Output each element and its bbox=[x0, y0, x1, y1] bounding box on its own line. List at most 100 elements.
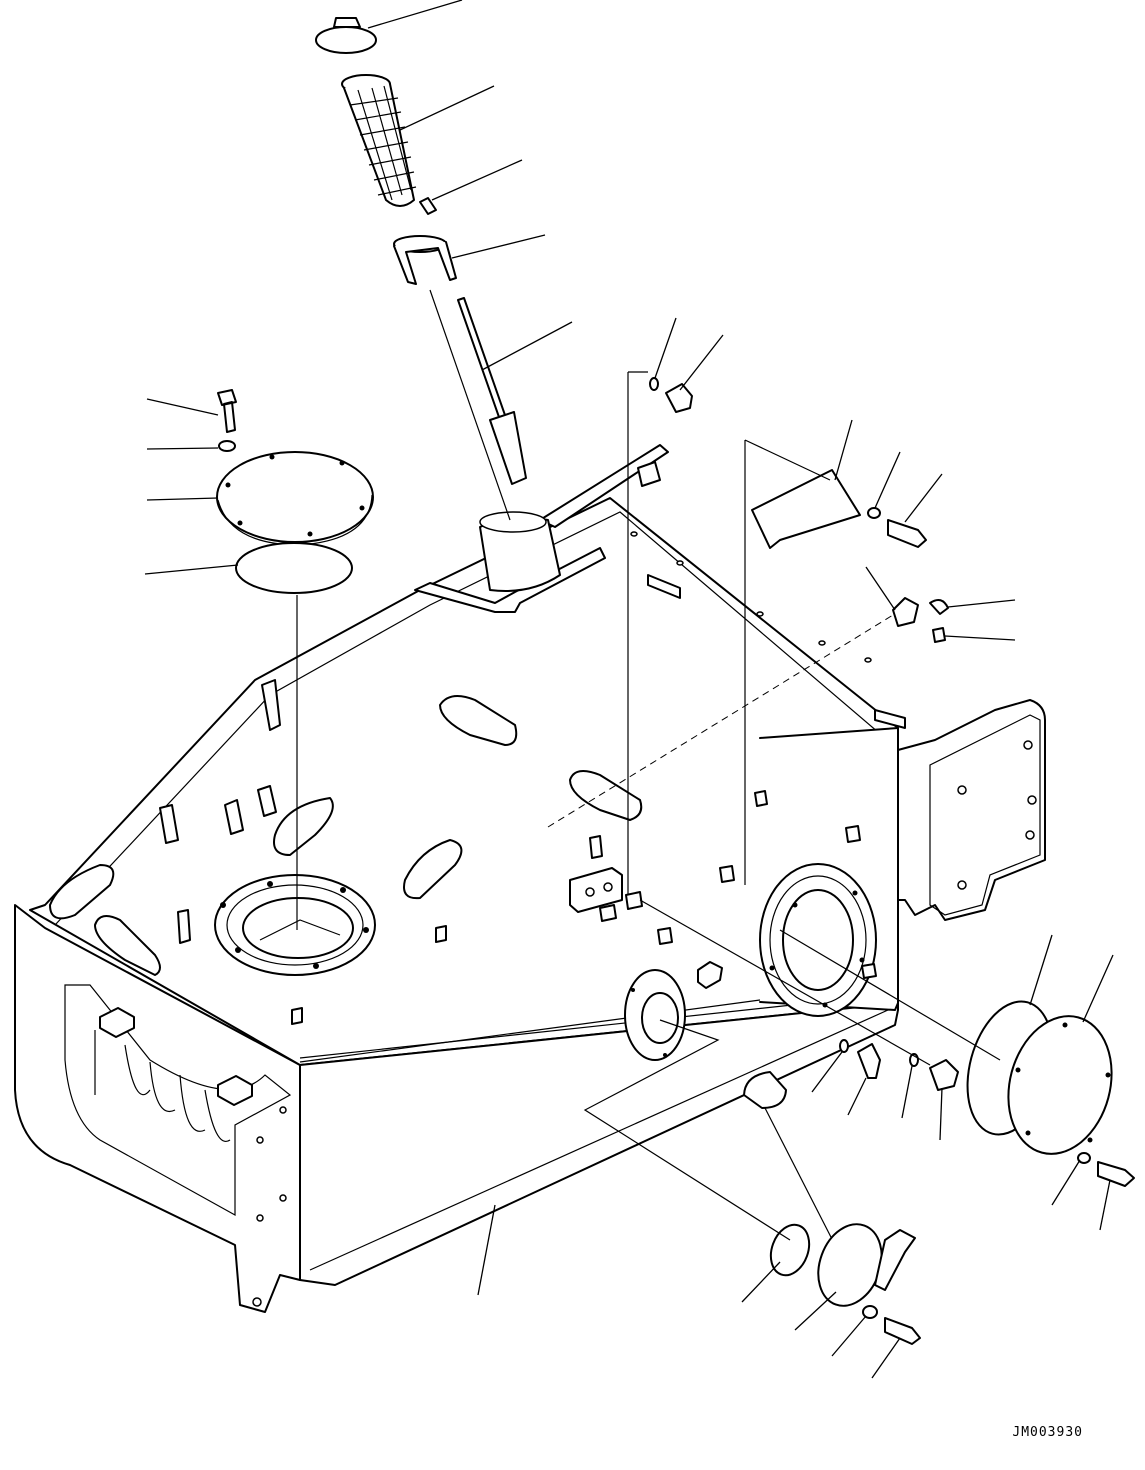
bracket-hole-3 bbox=[1028, 796, 1036, 804]
flange-bolt-1 bbox=[267, 881, 273, 887]
axis-sensor-dashed bbox=[548, 615, 893, 827]
bracket-hole-2 bbox=[1024, 741, 1032, 749]
float bbox=[744, 1072, 786, 1108]
oval-pad-3 bbox=[274, 798, 333, 855]
end-panel-hole-5 bbox=[253, 1298, 261, 1306]
bracket-bolt bbox=[888, 520, 926, 547]
cover-gasket bbox=[236, 543, 352, 593]
leader-side-cover-bolt bbox=[1100, 1180, 1110, 1230]
top-studs bbox=[160, 462, 905, 1024]
leader-sensor-plate bbox=[795, 1292, 836, 1330]
leader-fitting bbox=[940, 1088, 942, 1140]
tank-body bbox=[15, 498, 1045, 1312]
cover-bolt-hole-3 bbox=[339, 460, 345, 466]
side-cover-bolt bbox=[1098, 1162, 1134, 1186]
cover-bolt bbox=[218, 390, 236, 432]
side-cover-washer bbox=[1078, 1153, 1090, 1163]
end-panel-hole-2 bbox=[257, 1215, 263, 1221]
tank-left-end-panel bbox=[15, 905, 300, 1312]
drain-flange-inner bbox=[642, 993, 678, 1043]
side-block-hole-2 bbox=[604, 883, 612, 891]
float-rod bbox=[765, 1108, 835, 1245]
leader-cover-gasket bbox=[145, 565, 238, 574]
side-flange-bolt-1 bbox=[792, 902, 798, 908]
top-hole-5 bbox=[865, 658, 871, 662]
sensor-cap bbox=[930, 600, 948, 614]
hook-bracket-3 bbox=[225, 800, 243, 834]
side-flange-bolt-3 bbox=[859, 957, 865, 963]
top-oval-pads bbox=[50, 696, 641, 975]
sensor-gasket bbox=[764, 1219, 816, 1280]
strainer-clip bbox=[420, 198, 436, 214]
side-cover-plate bbox=[994, 1004, 1127, 1165]
level-gauge-blade bbox=[490, 412, 526, 484]
top-features bbox=[50, 445, 905, 1060]
leader-strainer bbox=[400, 86, 494, 130]
leader-bracket-washer bbox=[875, 452, 900, 508]
side-nut-2 bbox=[600, 905, 616, 921]
strainer-mesh bbox=[350, 86, 416, 200]
side-cover-hole-3 bbox=[1087, 1137, 1093, 1143]
leader-o-ring-2 bbox=[812, 1052, 842, 1092]
drain-flange-bolt-2 bbox=[663, 1053, 667, 1057]
neck-sleeve-body bbox=[394, 242, 456, 284]
flange-bolt-5 bbox=[235, 947, 241, 953]
drain-flange-bolt-1 bbox=[631, 988, 635, 992]
top-lug-right bbox=[875, 710, 905, 728]
top-flange-opening bbox=[243, 898, 353, 958]
side-nut-right bbox=[862, 964, 876, 978]
filler-neck-opening bbox=[480, 512, 546, 532]
top-flange-mid bbox=[227, 885, 363, 965]
flange-bolt-6 bbox=[220, 902, 226, 908]
tank-left-block-2 bbox=[218, 1076, 252, 1105]
level-gauge bbox=[458, 298, 526, 484]
leader-filler-cap bbox=[368, 0, 462, 28]
sensor-washer bbox=[863, 1306, 877, 1318]
leader-elbow bbox=[848, 1078, 866, 1115]
cover-bolt-hole-2 bbox=[269, 454, 275, 460]
filler-cap-base bbox=[316, 27, 376, 53]
leader-sensor-bolt bbox=[872, 1338, 900, 1378]
cover-washer bbox=[219, 441, 235, 451]
hook-bracket-4 bbox=[258, 786, 276, 816]
leader-side-cover bbox=[1083, 955, 1113, 1022]
axis-side-cover bbox=[780, 930, 1000, 1060]
leader-sensor-gasket bbox=[742, 1262, 780, 1302]
axis-filler bbox=[430, 290, 510, 520]
exploded-parts bbox=[217, 18, 1134, 1344]
leader-o-ring-1 bbox=[655, 318, 676, 378]
bracket-hole-1 bbox=[958, 786, 966, 794]
leader-angle-bracket bbox=[835, 420, 852, 480]
sensor-bolt bbox=[885, 1318, 920, 1344]
hook-bracket-2 bbox=[160, 805, 178, 843]
leader-gauge bbox=[482, 322, 572, 370]
axis-fittings-low bbox=[640, 900, 930, 1065]
mounting-bracket-right bbox=[898, 700, 1045, 920]
cover-bolt-hole-1 bbox=[225, 482, 231, 488]
stud-1 bbox=[178, 910, 190, 943]
angle-bracket bbox=[752, 470, 860, 548]
top-hole-1 bbox=[631, 532, 637, 536]
side-nut-3 bbox=[658, 928, 672, 944]
stud-5 bbox=[755, 791, 767, 806]
side-cover-hole-4 bbox=[1025, 1130, 1031, 1136]
leader-sensor-bracket bbox=[866, 567, 895, 610]
leader-cover-washer bbox=[147, 448, 218, 449]
side-cover-hole-2 bbox=[1105, 1072, 1111, 1078]
cover-bolt-hole-4 bbox=[359, 505, 365, 511]
drawing-number: JM003930 bbox=[1012, 1425, 1083, 1440]
filler-cap-top bbox=[334, 18, 360, 27]
stud-3 bbox=[292, 1008, 302, 1024]
side-clip bbox=[698, 962, 722, 988]
side-block-hole-1 bbox=[586, 888, 594, 896]
oval-pad-6 bbox=[95, 916, 160, 975]
flange-bolt-2 bbox=[340, 887, 346, 893]
leader-tank bbox=[478, 1205, 495, 1295]
leader-sensor-washer bbox=[832, 1316, 866, 1356]
elbow-fitting-top bbox=[666, 384, 692, 412]
bracket-hole-5 bbox=[958, 881, 966, 889]
cover-stack-top bbox=[217, 390, 373, 593]
cover-bolt-hole-5 bbox=[307, 531, 313, 537]
